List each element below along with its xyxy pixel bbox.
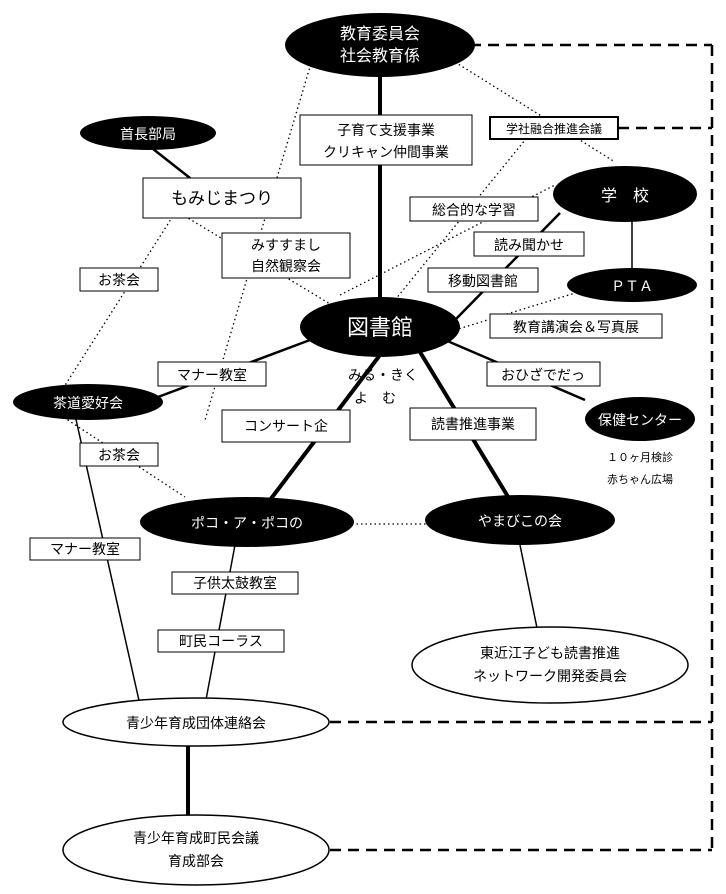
node-youth-council: 青少年育成町民会議 育成部会 <box>62 814 330 886</box>
box-tea-party-2: お茶会 <box>79 442 159 467</box>
box-nature-line-2: 自然観察会 <box>251 258 321 275</box>
box-lecture-photo-exhibit: 教育講演会＆写真展 <box>489 313 663 339</box>
node-reading-network: 東近江子ども読書推進 ネットワーク開発委員会 <box>411 626 689 704</box>
node-board-of-education: 教育委員会 社会教育係 <box>285 13 475 77</box>
dotted-library-pta <box>454 289 586 331</box>
dotted-library-gakusha <box>394 139 526 301</box>
box-childcare-line-1: 子育て支援事業 <box>337 123 435 139</box>
node-school: 学 校 <box>553 166 697 222</box>
box-momiji-label: もみじまつり <box>171 189 273 209</box>
node-tea-club-label: 茶道愛好会 <box>53 396 123 412</box>
box-concert: コンサート企 <box>221 409 351 443</box>
node-poko-label: ポコ・ア・ポコの <box>191 516 303 532</box>
node-youth-council-line-1: 青少年育成町民会議 <box>133 830 259 847</box>
miru-kiku-line-2: よ む <box>354 391 396 407</box>
box-tea-party-2-label: お茶会 <box>98 448 140 464</box>
node-health-center: 保健センター <box>585 397 695 441</box>
box-nature-observation: みすすまし 自然観察会 <box>221 232 351 279</box>
node-youth-council-line-2: 育成部会 <box>168 854 224 870</box>
box-manners-class-2: マナー教室 <box>29 537 141 561</box>
node-yamabiko-label: やまびこの会 <box>478 514 562 530</box>
box-concert-label: コンサート企 <box>244 418 328 435</box>
node-pta-label: ＰＴＡ <box>611 279 653 295</box>
box-manners-1-label: マナー教室 <box>177 367 247 384</box>
node-tea-ceremony-club: 茶道愛好会 <box>13 384 163 420</box>
box-lecture-label: 教育講演会＆写真展 <box>513 320 639 336</box>
box-tea-party-1-label: お茶会 <box>98 273 140 289</box>
dark-nodes: 教育委員会 社会教育係 首長部局 学 校 ＰＴＡ 図書館 茶道愛好会 保健センタ… <box>13 13 697 547</box>
box-integrated-learning-label: 総合的な学習 <box>432 203 516 219</box>
miru-kiku-line-1: みる・きく <box>348 368 418 384</box>
box-reading-promotion: 読書推進事業 <box>409 407 537 441</box>
box-momiji-festival: もみじまつり <box>142 177 302 219</box>
node-mayor-office: 首長部局 <box>80 116 216 150</box>
dotted-sado-poko <box>44 404 186 498</box>
box-kids-taiko: 子供太鼓教室 <box>171 571 299 595</box>
node-youth-liaison-label: 青少年育成団体連絡会 <box>126 716 266 732</box>
box-mobile-library: 移動図書館 <box>427 267 539 293</box>
checkup-line-1: １０ヶ月検診 <box>607 450 673 464</box>
node-library: 図書館 <box>300 297 460 357</box>
link-library-school <box>454 212 561 321</box>
box-childcare-support: 子育て支援事業 クリキャン仲間事業 <box>299 114 473 166</box>
link-shucho-momiji <box>147 144 191 179</box>
box-school-community-label: 学社融合推進会議 <box>506 121 602 136</box>
node-board-line-1: 教育委員会 <box>340 24 420 43</box>
node-board-line-2: 社会教育係 <box>340 46 420 65</box>
box-ohiza-label: おひざでだっ <box>501 367 585 384</box>
box-storytelling: 読み聞かせ <box>473 231 585 257</box>
activity-boxes: 子育て支援事業 クリキャン仲間事業 学社融合推進会議 もみじまつり 総合的な学習… <box>29 114 663 653</box>
node-pta: ＰＴＡ <box>567 268 697 302</box>
node-library-label: 図書館 <box>347 316 413 341</box>
box-mobile-library-label: 移動図書館 <box>448 273 518 290</box>
node-network-line-2: ネットワーク開発委員会 <box>473 669 627 685</box>
link-poko-renrakukai <box>204 544 236 706</box>
box-manners-class-1: マナー教室 <box>157 361 267 387</box>
light-nodes: 東近江子ども読書推進 ネットワーク開発委員会 青少年育成団体連絡会 青少年育成町… <box>62 626 689 886</box>
free-text: みる・きく よ む １０ヶ月検診 赤ちゃん広場 <box>348 368 673 486</box>
node-network-line-1: 東近江子ども読書推進 <box>480 645 620 662</box>
dotted-board-school <box>454 61 616 163</box>
box-reading-promotion-label: 読書推進事業 <box>431 416 515 433</box>
node-health-center-label: 保健センター <box>598 413 682 429</box>
box-town-chorus-label: 町民コーラス <box>179 634 263 650</box>
checkup-line-2: 赤ちゃん広場 <box>607 473 673 486</box>
node-youth-liaison: 青少年育成団体連絡会 <box>62 697 330 747</box>
box-school-community-council: 学社融合推進会議 <box>489 116 619 140</box>
node-poko: ポコ・ア・ポコの <box>140 497 354 547</box>
dashed-links <box>330 43 714 852</box>
box-town-chorus: 町民コーラス <box>157 629 285 653</box>
node-mayor-office-label: 首長部局 <box>120 127 176 143</box>
dotted-momiji-sado <box>61 204 181 391</box>
box-manners-2-label: マナー教室 <box>50 541 120 558</box>
box-kids-taiko-label: 子供太鼓教室 <box>193 575 277 592</box>
box-nature-line-1: みすすまし <box>251 238 321 254</box>
box-storytelling-label: 読み聞かせ <box>494 237 564 254</box>
box-childcare-line-2: クリキャン仲間事業 <box>323 145 449 161</box>
box-ohiza: おひざでだっ <box>486 361 601 387</box>
box-tea-party-1: お茶会 <box>79 267 159 292</box>
box-integrated-learning: 総合的な学習 <box>409 196 539 222</box>
link-yamabiko-network <box>519 544 538 629</box>
node-yamabiko: やまびこの会 <box>425 495 615 545</box>
node-school-label: 学 校 <box>601 186 649 205</box>
